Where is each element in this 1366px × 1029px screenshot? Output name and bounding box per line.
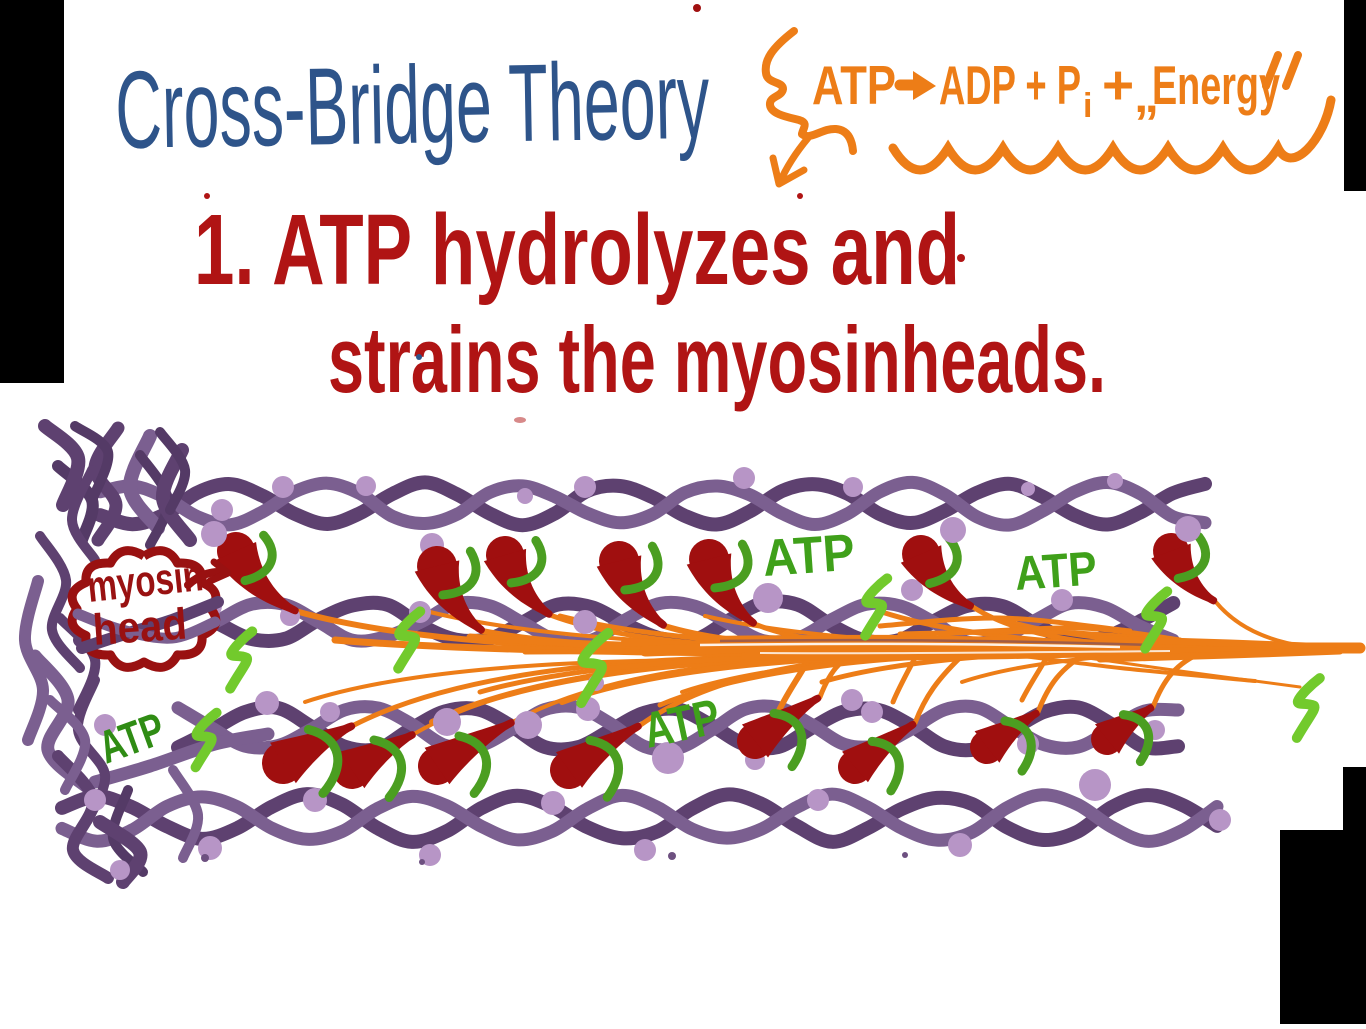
svg-text:+: + [1102,54,1134,116]
svg-text:strains the myosinheads.: strains the myosinheads. [328,307,1106,412]
svg-text:1. ATP hydrolyzes and: 1. ATP hydrolyzes and [194,194,960,306]
svg-text:ATP: ATP [761,524,857,588]
svg-text:head: head [91,600,188,655]
svg-text:i: i [1083,87,1092,125]
svg-text:Cross-Bridge Theory: Cross-Bridge Theory [114,39,710,172]
svg-text:Energy: Energy [1152,54,1280,116]
svg-text:ATP: ATP [1013,542,1098,601]
svg-text:myosin: myosin [85,551,205,612]
svg-text:ATP: ATP [812,54,896,116]
svg-text:„: „ [1134,67,1159,123]
svg-text:ADP + P: ADP + P [939,54,1081,116]
